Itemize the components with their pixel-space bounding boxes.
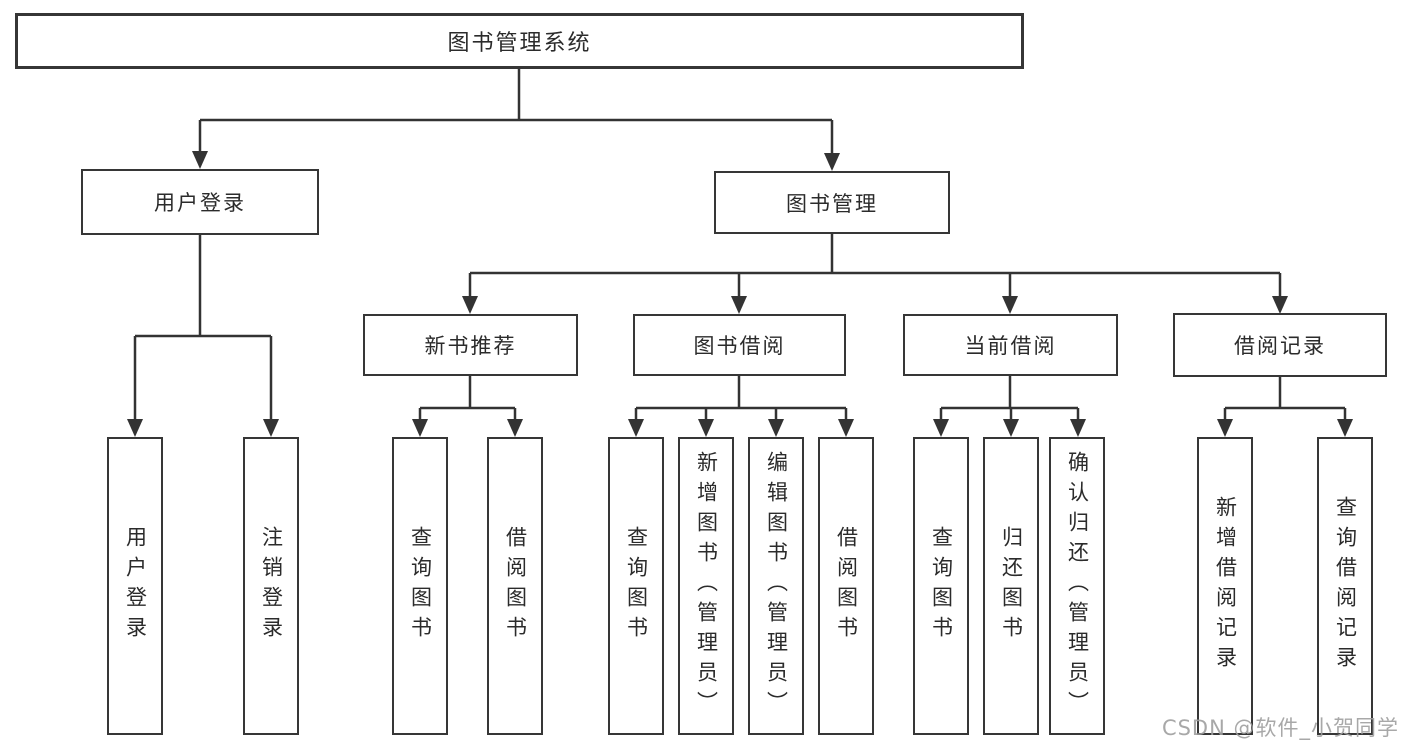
leaf-label: 查询借阅记录 xyxy=(1333,496,1358,676)
node-current-borrowing: 当前借阅 xyxy=(903,314,1118,376)
leaf-edit-book-admin: 编辑图书（管理员） xyxy=(748,437,804,735)
arrow-down-icon xyxy=(1272,296,1288,314)
leaf-label: 编辑图书（管理员） xyxy=(764,451,789,721)
node-new-book-recommend: 新书推荐 xyxy=(363,314,578,376)
leaf-label: 注销登录 xyxy=(259,526,284,646)
arrow-down-icon xyxy=(824,153,840,171)
arrow-down-icon xyxy=(1003,419,1019,437)
arrow-down-icon xyxy=(1002,296,1018,314)
arrow-down-icon xyxy=(933,419,949,437)
leaf-add-book-admin: 新增图书（管理员） xyxy=(678,437,734,735)
arrow-down-icon xyxy=(192,151,208,169)
leaf-label: 借阅图书 xyxy=(834,526,859,646)
leaf-query-book-3: 查询图书 xyxy=(913,437,969,735)
arrow-down-icon xyxy=(838,419,854,437)
connector-path xyxy=(133,69,1347,420)
leaf-confirm-return-admin: 确认归还（管理员） xyxy=(1049,437,1105,735)
leaf-label: 用户登录 xyxy=(123,526,148,646)
arrow-down-icon xyxy=(263,419,279,437)
csdn-watermark: CSDN @软件_小贺同学 xyxy=(1161,716,1399,740)
arrow-down-icon xyxy=(628,419,644,437)
arrow-down-icon xyxy=(731,296,747,314)
leaf-logout: 注销登录 xyxy=(243,437,299,735)
leaf-label: 查询图书 xyxy=(408,526,433,646)
arrow-down-icon xyxy=(698,419,714,437)
leaf-label: 查询图书 xyxy=(624,526,649,646)
leaf-label: 新增借阅记录 xyxy=(1213,496,1238,676)
leaf-user-login: 用户登录 xyxy=(107,437,163,735)
arrowheads xyxy=(127,151,1353,437)
node-label: 用户登录 xyxy=(154,191,246,215)
leaf-query-borrow-record: 查询借阅记录 xyxy=(1317,437,1373,735)
node-book-management: 图书管理 xyxy=(714,171,950,234)
leaf-borrow-book-2: 借阅图书 xyxy=(818,437,874,735)
arrow-down-icon xyxy=(1337,419,1353,437)
leaf-label: 借阅图书 xyxy=(503,526,528,646)
leaf-query-book-2: 查询图书 xyxy=(608,437,664,735)
leaf-label: 新增图书（管理员） xyxy=(694,451,719,721)
leaf-return-book: 归还图书 xyxy=(983,437,1039,735)
node-label: 图书管理系统 xyxy=(447,31,592,56)
leaf-add-borrow-record: 新增借阅记录 xyxy=(1197,437,1253,735)
arrow-down-icon xyxy=(127,419,143,437)
arrow-down-icon xyxy=(507,419,523,437)
node-borrowing-records: 借阅记录 xyxy=(1173,313,1387,377)
leaf-label: 确认归还（管理员） xyxy=(1065,451,1090,721)
node-label: 图书借阅 xyxy=(693,334,786,358)
arrow-down-icon xyxy=(412,419,428,437)
node-label: 借阅记录 xyxy=(1234,334,1326,358)
node-label: 新书推荐 xyxy=(424,334,517,358)
arrow-down-icon xyxy=(1217,419,1233,437)
arrow-down-icon xyxy=(462,296,478,314)
node-book-borrowing: 图书借阅 xyxy=(633,314,846,376)
leaf-label: 查询图书 xyxy=(929,526,954,646)
arrow-down-icon xyxy=(1070,419,1086,437)
node-user-login: 用户登录 xyxy=(81,169,319,235)
arrow-down-icon xyxy=(768,419,784,437)
node-label: 当前借阅 xyxy=(964,334,1057,358)
node-label: 图书管理 xyxy=(786,191,878,216)
leaf-query-book: 查询图书 xyxy=(392,437,448,735)
leaf-label: 归还图书 xyxy=(999,526,1024,646)
leaf-borrow-book: 借阅图书 xyxy=(487,437,543,735)
node-library-management-system: 图书管理系统 xyxy=(15,13,1024,69)
